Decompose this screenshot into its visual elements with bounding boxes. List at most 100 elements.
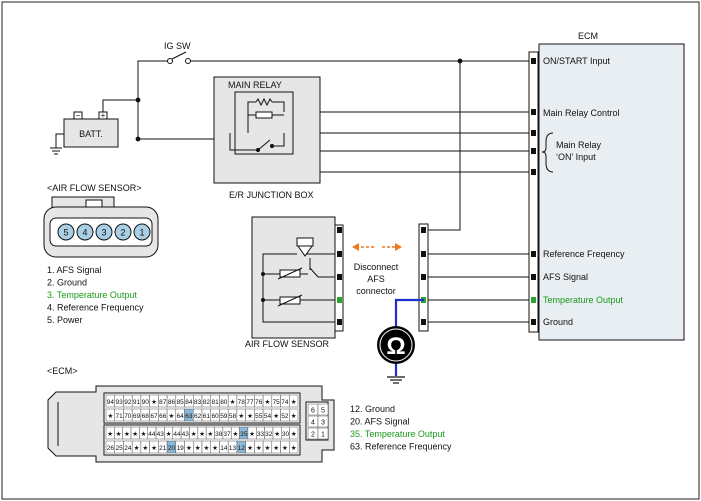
ecm-face-pin-label: 82: [203, 399, 211, 406]
svg-text:+: +: [101, 111, 106, 120]
ecm-face-pin-label: 59: [220, 413, 228, 420]
disconnect-label-1: Disconnect: [354, 262, 399, 272]
ecm-face-pin-label: 78: [238, 399, 246, 406]
ecm-label-afs-signal: AFS Signal: [543, 272, 588, 282]
ecm-face-pin-label: ★: [282, 444, 288, 452]
ecm-face-pin-label: 32: [265, 431, 273, 438]
ecm-face-pin-label: ★: [232, 430, 238, 438]
ecm-face-pin-label: 55: [255, 413, 263, 420]
ecm-face-pin-label: ★: [247, 412, 253, 420]
ecm-face-pin-label: 43: [182, 431, 190, 438]
afs-legend-item: 1. AFS Signal: [47, 265, 102, 275]
ecm-face-pin-label: 93: [115, 399, 123, 406]
ecm-face-pin-label: 54: [264, 413, 272, 420]
ecm-face-pin-label: ★: [132, 430, 138, 438]
ecm-side-pin-label: 3: [321, 420, 325, 427]
ecm-face-pin-label: ★: [247, 444, 253, 452]
ecm-side-pin-label: 2: [311, 432, 315, 439]
main-relay-brace: [541, 132, 554, 173]
ecm-face-pin-label: 33: [257, 431, 265, 438]
afs-face-pin: [76, 223, 94, 241]
ecm-face-pin-label: ★: [273, 444, 279, 452]
ecm-face-pin-label: 71: [115, 413, 123, 420]
battery-ground-icon: [50, 147, 62, 155]
ecm-face-pin-label: 25: [115, 445, 123, 452]
ecm-connector-strip: [528, 51, 539, 333]
ecm-legend-item: 20. AFS Signal: [350, 417, 410, 427]
ecm-face-pin-label: ★: [265, 398, 271, 406]
ecm-face-pin-label: 19: [177, 445, 185, 452]
ecm-face-pin-label: 14: [220, 445, 228, 452]
ecm-face-pin-label: 74: [281, 399, 289, 406]
ecm-face-pin-label: 30: [282, 431, 290, 438]
afs-face-pin-label: 4: [82, 228, 87, 238]
ecm-side-pin-label: 1: [321, 432, 325, 439]
afs-legend-item: 3. Temperature Output: [47, 290, 137, 300]
ecm-face-pin-label: 62: [194, 413, 202, 420]
ecm-face-pin-label: ★: [166, 430, 172, 438]
ecm-face-pin: [289, 408, 299, 422]
mating-pin: [421, 227, 426, 233]
ecm-face-pin-label: 37: [223, 431, 231, 438]
ecm-face-pin-label: 12: [238, 445, 246, 452]
air-flow-sensor-label: AIR FLOW SENSOR: [245, 339, 330, 349]
afs-face-pin-label: 2: [120, 228, 125, 238]
ohmmeter-icon: [377, 326, 415, 364]
ecm-pin: [531, 58, 536, 64]
disconnect-arrows-icon: [352, 243, 402, 251]
battery: − + BATT.: [63, 111, 119, 148]
ecm-face-pin-label: ★: [291, 412, 297, 420]
afs-legend-item: 5. Power: [47, 315, 83, 325]
meter-lead: [394, 298, 424, 376]
ecm-face-pin-label: ★: [151, 444, 157, 452]
afs-face-pin: [133, 223, 151, 241]
ecm-side-pin-label: 4: [311, 420, 315, 427]
ecm-side-pin: [317, 415, 329, 428]
ecm-side-pin-label: 6: [311, 408, 315, 415]
ecm-face-pin-label: 35: [240, 431, 248, 438]
ecm-face-pin-label: 66: [159, 413, 167, 420]
mating-pin: [421, 251, 426, 257]
ecm-pin: [531, 251, 536, 257]
ecm-face-pin-label: 94: [107, 399, 115, 406]
ohm-symbol: Ω: [386, 333, 405, 360]
ecm-pin: [531, 169, 536, 175]
ecm-face-pin-label: 86: [168, 399, 176, 406]
ecm-face-pin-label: 80: [220, 399, 228, 406]
ecm-face-pin-label: ★: [256, 444, 262, 452]
mating-pin: [421, 319, 426, 325]
afs-junction-dots: [261, 272, 265, 302]
ecm-face-pin-label: 69: [133, 413, 141, 420]
ecm-label-on-input: ‘ON’ Input: [556, 152, 596, 162]
battery-label: BATT.: [79, 129, 103, 139]
ecm-terminal-pins: [531, 58, 536, 325]
ecm-face-pin-label: 91: [133, 399, 141, 406]
ecm-face-pin: [289, 426, 299, 440]
ecm-face-pin-label: ★: [195, 444, 201, 452]
ecm-face-pin-label: 52: [281, 413, 289, 420]
ecm-pin: [531, 319, 536, 325]
ig-switch: [167, 51, 191, 64]
ecm-face-pin-label: ★: [291, 430, 297, 438]
ecm-face-pin-label: ★: [116, 430, 122, 438]
afs-pin: [337, 297, 342, 303]
ecm-label-ground: Ground: [543, 317, 573, 327]
ecm-face-pin-label: 76: [255, 399, 263, 406]
ecm-face-pin-label: 90: [142, 399, 150, 406]
ecm-side-pin: [317, 403, 329, 416]
ecm-face-pin-label: 21: [159, 445, 167, 452]
ecm-block: [538, 43, 685, 341]
main-relay: [234, 91, 294, 155]
relay-contact-icon: [229, 133, 285, 153]
ecm-face-pin-label: ★: [291, 444, 297, 452]
ecm-face-pin-label: 92: [124, 399, 132, 406]
afs-face-pin: [57, 223, 75, 241]
ecm-face-pin-label: 64: [177, 413, 185, 420]
ecm-face-pin-label: ★: [230, 398, 236, 406]
ecm-face-pin-label: 13: [229, 445, 237, 452]
ecm-face-pin: [289, 440, 299, 454]
ecm-face-pin-label: 61: [203, 413, 211, 420]
